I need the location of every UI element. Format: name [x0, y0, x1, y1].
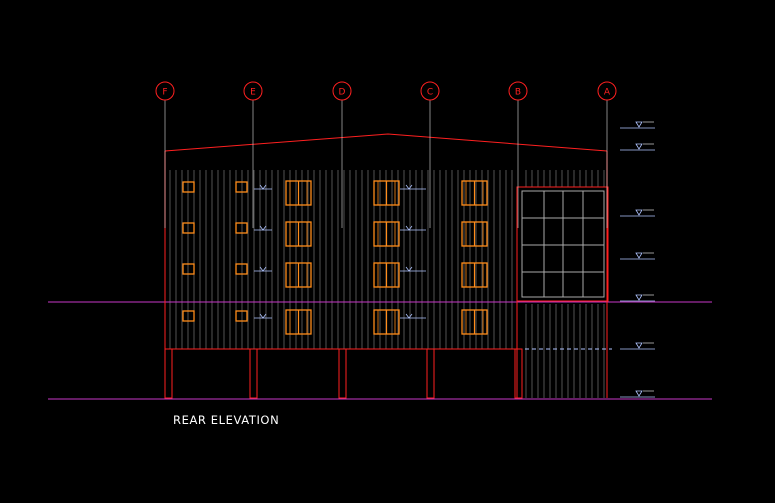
level-arrow [635, 294, 643, 301]
grid-bubble [597, 81, 617, 101]
level-tag-arrow [405, 266, 413, 272]
level-tag-arrow [405, 184, 413, 190]
level-tag-arrow [405, 313, 413, 319]
grid-label: D [339, 88, 346, 98]
level-tag-arrow [259, 225, 267, 231]
small-window [235, 263, 248, 275]
roof-line [164, 133, 608, 152]
grid-label: C [427, 88, 433, 98]
grid-bubble [508, 81, 528, 101]
grid-bubble [420, 81, 440, 101]
small-window [182, 310, 195, 322]
level-tag-arrow [259, 184, 267, 190]
small-window [182, 263, 195, 275]
grid-bubble [155, 81, 175, 101]
level-arrow [635, 342, 643, 349]
drawing-title: REAR ELEVATION [173, 413, 280, 427]
small-window [235, 222, 248, 234]
grid-label: A [604, 88, 611, 98]
level-arrow [635, 252, 643, 259]
level-markers [620, 121, 655, 398]
grid-label: B [515, 88, 521, 98]
grid-bubble [332, 81, 352, 101]
windows [182, 180, 488, 335]
small-window [235, 310, 248, 322]
small-window [182, 222, 195, 234]
grid-bubble [243, 81, 263, 101]
level-tag-arrow [405, 225, 413, 231]
grid-label: F [162, 88, 167, 98]
level-tag-arrow [259, 266, 267, 272]
window-level-tags [254, 184, 426, 319]
ground-columns [164, 348, 523, 399]
small-window [235, 181, 248, 193]
level-tag-arrow [259, 313, 267, 319]
grid-label: E [250, 88, 256, 98]
level-arrow [635, 143, 643, 150]
small-window [182, 181, 195, 193]
curtain-wall [521, 190, 605, 298]
wall-cladding [169, 170, 605, 398]
level-arrow [635, 390, 643, 397]
level-arrow [635, 209, 643, 216]
level-arrow [635, 121, 643, 128]
